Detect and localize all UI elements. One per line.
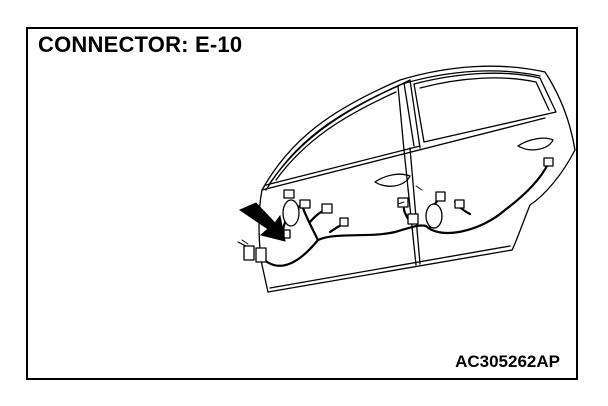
diagram-title: CONNECTOR: E-10 xyxy=(38,32,243,57)
car-door-outline-icon xyxy=(258,65,576,293)
pointer-arrow-icon xyxy=(238,202,286,242)
figure-code: AC305262AP xyxy=(455,352,560,371)
